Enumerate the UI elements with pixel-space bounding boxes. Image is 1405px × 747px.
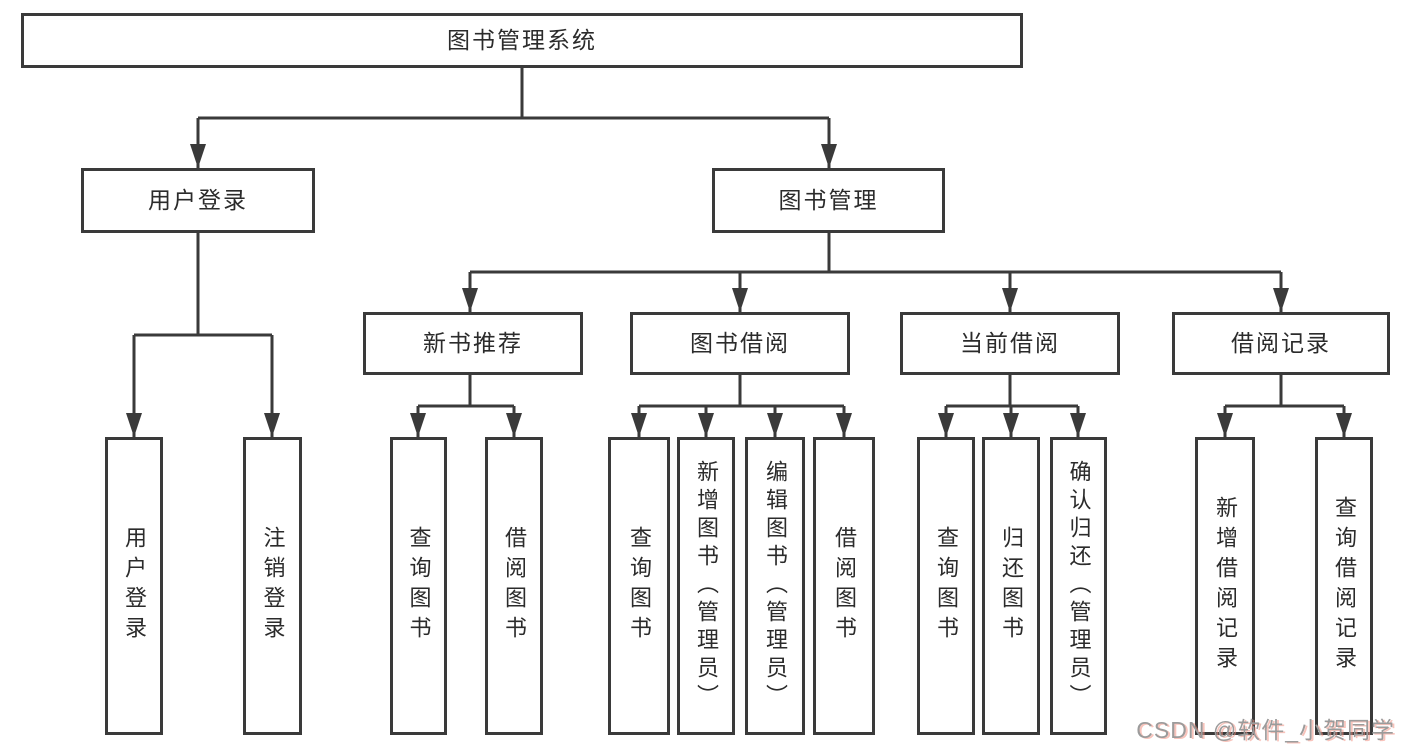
branch-book-borrowing	[639, 375, 844, 408]
node-book-borrowing: 图书借阅	[630, 312, 850, 375]
leaf-records-query: 查询借阅记录	[1315, 437, 1373, 735]
node-borrowing-records: 借阅记录	[1172, 312, 1390, 375]
node-new-books: 新书推荐	[363, 312, 583, 375]
leaf-current-confirm-return-admin: 确认归还（管理员）	[1050, 437, 1107, 735]
branch-user-login	[134, 233, 272, 337]
leaf-user-login: 用户登录	[105, 437, 163, 735]
leaf-borrowing-query: 查询图书	[608, 437, 670, 735]
leaf-new-books-query: 查询图书	[390, 437, 447, 735]
node-book-management: 图书管理	[712, 168, 945, 233]
leaf-logout: 注销登录	[243, 437, 302, 735]
csdn-watermark: CSDN @软件_小贺同学	[1136, 717, 1395, 743]
branch-borrowing-records	[1225, 375, 1344, 408]
node-user-login: 用户登录	[81, 168, 315, 233]
leaf-borrowing-borrow: 借阅图书	[813, 437, 875, 735]
branch-new-books	[418, 375, 514, 408]
leaf-borrowing-add-admin: 新增图书（管理员）	[677, 437, 735, 735]
leaf-records-add: 新增借阅记录	[1195, 437, 1255, 735]
leaf-borrowing-edit-admin: 编辑图书（管理员）	[745, 437, 805, 735]
leaf-current-return: 归还图书	[982, 437, 1040, 735]
branch-root-to-level2	[198, 68, 829, 120]
branch-book-management	[470, 233, 1281, 274]
branch-current-borrowing	[946, 375, 1078, 408]
leaf-new-books-borrow: 借阅图书	[485, 437, 543, 735]
leaf-current-query: 查询图书	[917, 437, 975, 735]
node-root: 图书管理系统	[21, 13, 1023, 68]
node-current-borrowing: 当前借阅	[900, 312, 1120, 375]
